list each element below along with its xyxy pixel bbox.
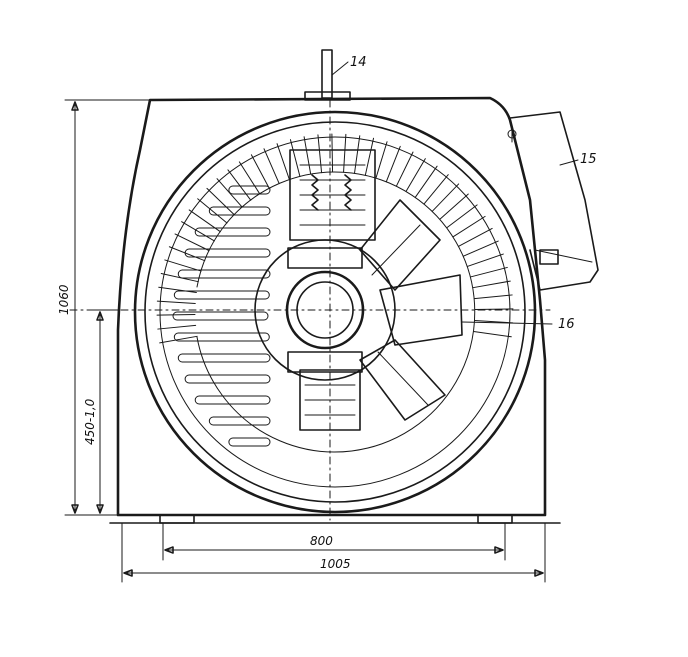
stator-winding <box>156 133 514 453</box>
vent-slot <box>172 311 269 321</box>
coil-rib <box>156 300 196 304</box>
vent-slot <box>173 332 270 342</box>
dimension-1060: 1060 <box>57 284 71 315</box>
coil-rib <box>423 174 449 205</box>
brush-holder-upper <box>289 149 376 241</box>
coil-inner-arc <box>196 171 476 453</box>
coil-rib <box>414 165 438 198</box>
coil-rib <box>446 204 478 229</box>
coil-rib <box>158 286 197 294</box>
callout-16: 16 <box>558 317 575 332</box>
coil-rib <box>472 280 511 289</box>
vent-slot <box>194 227 271 237</box>
vent-slot <box>228 437 271 447</box>
coil-rib <box>168 246 206 262</box>
coil-rib <box>431 183 460 212</box>
coil-rib <box>159 335 198 344</box>
coil-rib <box>156 313 196 316</box>
coil-rib <box>405 158 426 192</box>
coil-rib <box>474 308 514 311</box>
coil-rib <box>473 294 513 300</box>
coil-rib <box>174 233 210 252</box>
stator-rings <box>133 110 537 514</box>
frame-housing <box>116 96 547 517</box>
coil-rib <box>216 178 243 208</box>
dimension-450: 450-1,0 <box>83 398 97 445</box>
shaft <box>304 49 351 101</box>
vent-slot <box>173 290 270 300</box>
coil-rib <box>181 221 215 242</box>
callout-14: 14 <box>350 55 367 70</box>
coil-rib <box>364 137 375 176</box>
vent-slot <box>228 185 271 195</box>
coil-rib <box>474 320 514 324</box>
center-lines <box>69 99 551 521</box>
vent-slot <box>184 248 271 258</box>
coil-rib <box>395 151 414 187</box>
coil-rib <box>289 139 301 177</box>
coil-rib <box>160 272 199 283</box>
dimension-800: 800 <box>310 534 333 548</box>
coil-rib <box>227 169 252 201</box>
brush-arms <box>359 199 463 421</box>
coil-rib <box>470 266 508 278</box>
coil-rib <box>458 227 493 247</box>
coil-rib <box>263 148 280 185</box>
coil-rib <box>375 141 388 179</box>
coil-rib <box>343 133 347 173</box>
coil-rib <box>452 215 486 238</box>
coil-rib <box>276 143 290 181</box>
coil-rib <box>157 324 197 330</box>
vent-slot <box>177 269 271 279</box>
coil-rib <box>353 135 361 174</box>
coil-rib <box>164 259 202 272</box>
coil-rib <box>466 253 504 267</box>
coil-rib <box>303 136 312 175</box>
coil-rib <box>206 187 235 216</box>
coil-rib <box>462 240 499 257</box>
vent-slot <box>194 395 271 405</box>
mounting-feet <box>109 514 561 524</box>
vent-slot <box>177 353 271 363</box>
leader-lines <box>331 61 579 325</box>
coil-rib <box>439 193 469 220</box>
coil-rib <box>188 209 221 233</box>
vent-slot <box>184 374 271 384</box>
dimension-1005: 1005 <box>320 557 351 571</box>
coil-rib <box>385 145 401 183</box>
coil-rib <box>473 330 512 338</box>
dimension-lines <box>64 99 546 583</box>
coil-rib <box>331 133 334 173</box>
coil-rib <box>250 154 270 189</box>
coil-rib <box>317 134 323 174</box>
coil-rib <box>197 198 228 224</box>
callout-15: 15 <box>580 152 597 167</box>
vent-slot <box>208 416 271 426</box>
terminal-box <box>507 111 599 291</box>
vent-slot <box>208 206 271 216</box>
coil-rib <box>238 161 261 195</box>
